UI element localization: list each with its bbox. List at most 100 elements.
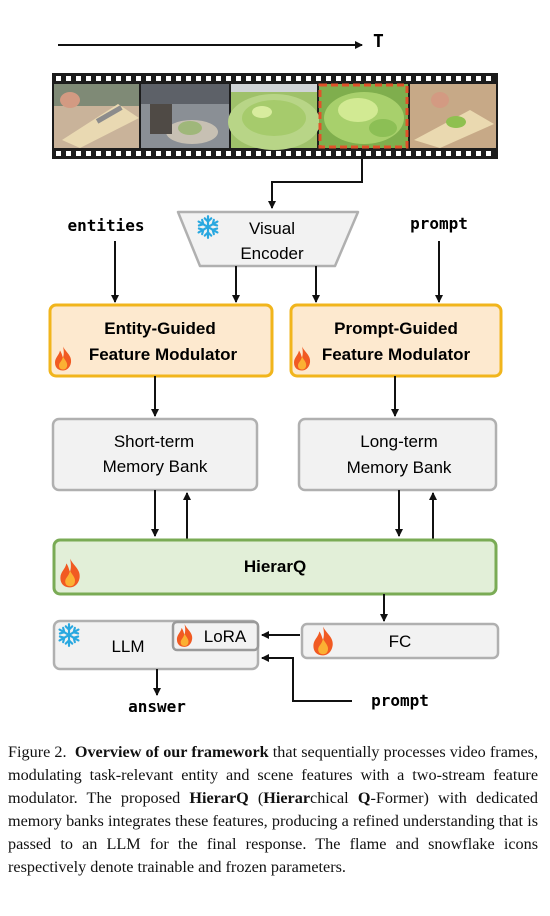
film-sprocket-hole [286, 151, 291, 156]
film-sprocket-hole [146, 151, 151, 156]
film-sprocket-hole [366, 151, 371, 156]
film-sprocket-hole [116, 151, 121, 156]
video-frame-2 [141, 84, 229, 148]
film-sprocket-hole [266, 76, 271, 81]
film-sprocket-hole [216, 151, 221, 156]
prompt-guided-feature-modulator: Prompt-Guided Feature Modulator [289, 303, 503, 378]
film-sprocket-hole [276, 76, 281, 81]
film-sprocket-hole [156, 151, 161, 156]
video-frame-4-highlighted [318, 83, 409, 149]
film-sprocket-hole [176, 76, 181, 81]
film-sprocket-hole [286, 76, 291, 81]
film-sprocket-hole [186, 151, 191, 156]
film-sprocket-hole [406, 151, 411, 156]
caption-text-2: ( [248, 789, 264, 807]
film-sprocket-hole [226, 76, 231, 81]
film-sprocket-hole [186, 76, 191, 81]
film-sprocket-hole [386, 151, 391, 156]
film-sprocket-hole [156, 76, 161, 81]
film-sprocket-hole [96, 151, 101, 156]
film-sprocket-hole [406, 76, 411, 81]
visual-encoder-label-line1: Visual [249, 219, 295, 238]
film-sprocket-hole [326, 151, 331, 156]
film-sprocket-hole [466, 76, 471, 81]
film-sprocket-hole [336, 151, 341, 156]
prompt-to-llm-arrow [261, 654, 352, 702]
film-sprocket-hole [76, 151, 81, 156]
short-term-label-line1: Short-term [114, 432, 194, 451]
film-sprocket-hole [126, 76, 131, 81]
figure-caption: Figure 2. Overview of our framework that… [8, 741, 538, 879]
film-sprocket-hole [476, 76, 481, 81]
film-sprocket-hole [76, 76, 81, 81]
film-sprocket-hole [376, 76, 381, 81]
film-sprocket-hole [306, 151, 311, 156]
entity-modulator-label-line2: Feature Modulator [89, 345, 238, 364]
film-sprocket-hole [196, 151, 201, 156]
film-sprocket-hole [456, 76, 461, 81]
film-sprocket-hole [486, 76, 491, 81]
film-sprocket-hole [416, 76, 421, 81]
film-sprocket-hole [296, 151, 301, 156]
prompt-modulator-label-line2: Feature Modulator [322, 345, 471, 364]
film-sprocket-hole [56, 151, 61, 156]
film-sprocket-hole [326, 76, 331, 81]
film-sprocket-hole [216, 76, 221, 81]
visual-encoder: Visual Encoder [176, 210, 360, 268]
film-sprocket-hole [316, 76, 321, 81]
entity-guided-feature-modulator: Entity-Guided Feature Modulator [48, 303, 274, 378]
prompt-input-top-label: prompt [410, 214, 468, 233]
film-sprocket-hole [256, 151, 261, 156]
answer-output-label: answer [128, 697, 186, 716]
film-sprocket-hole [426, 151, 431, 156]
film-sprocket-hole [416, 151, 421, 156]
film-sprocket-hole [66, 151, 71, 156]
film-sprocket-hole [316, 151, 321, 156]
film-sprocket-hole [106, 76, 111, 81]
film-sprocket-hole [436, 76, 441, 81]
hierarq-block: HierarQ [52, 538, 498, 596]
film-sprocket-hole [266, 151, 271, 156]
film-sprocket-hole [226, 151, 231, 156]
film-sprocket-hole [356, 151, 361, 156]
film-sprocket-hole [236, 76, 241, 81]
caption-bold-name: HierarQ [189, 789, 249, 807]
prompt-modulator-label-line1: Prompt-Guided [334, 319, 458, 338]
caption-text-4: -Former) with dedicated memory banks int… [8, 789, 538, 876]
film-sprocket-hole [306, 76, 311, 81]
film-sprocket-hole [116, 76, 121, 81]
film-sprocket-hole [66, 76, 71, 81]
film-sprocket-hole [136, 151, 141, 156]
film-sprocket-hole [386, 76, 391, 81]
film-sprocket-hole [276, 151, 281, 156]
film-sprocket-hole [176, 151, 181, 156]
film-sprocket-hole [86, 151, 91, 156]
long-term-label-line2: Memory Bank [347, 458, 452, 477]
film-sprocket-hole [396, 151, 401, 156]
hierarq-label: HierarQ [244, 557, 306, 576]
film-sprocket-hole [166, 151, 171, 156]
film-sprocket-hole [206, 151, 211, 156]
video-frame-5 [410, 84, 496, 148]
film-sprocket-hole [246, 76, 251, 81]
film-sprocket-hole [56, 76, 61, 81]
video-frame-3 [228, 84, 320, 150]
short-term-memory-bank: Short-term Memory Bank [51, 417, 259, 492]
lora-adapter: LoRA [171, 620, 260, 652]
caption-text-3: chical [310, 789, 358, 807]
framework-diagram: T [48, 31, 503, 716]
lora-label: LoRA [204, 627, 247, 646]
time-axis-label: T [373, 31, 384, 52]
film-sprocket-hole [346, 76, 351, 81]
film-sprocket-hole [126, 151, 131, 156]
film-sprocket-hole [256, 76, 261, 81]
film-sprocket-hole [466, 151, 471, 156]
video-frame-1 [54, 84, 139, 148]
caption-text-1: that sequentially processes video frames… [8, 743, 539, 807]
film-sprocket-hole [296, 76, 301, 81]
long-term-label-line1: Long-term [360, 432, 437, 451]
film-sprocket-hole [236, 151, 241, 156]
film-sprocket-hole [486, 151, 491, 156]
long-term-memory-bank: Long-term Memory Bank [297, 417, 498, 492]
film-sprocket-hole [346, 151, 351, 156]
